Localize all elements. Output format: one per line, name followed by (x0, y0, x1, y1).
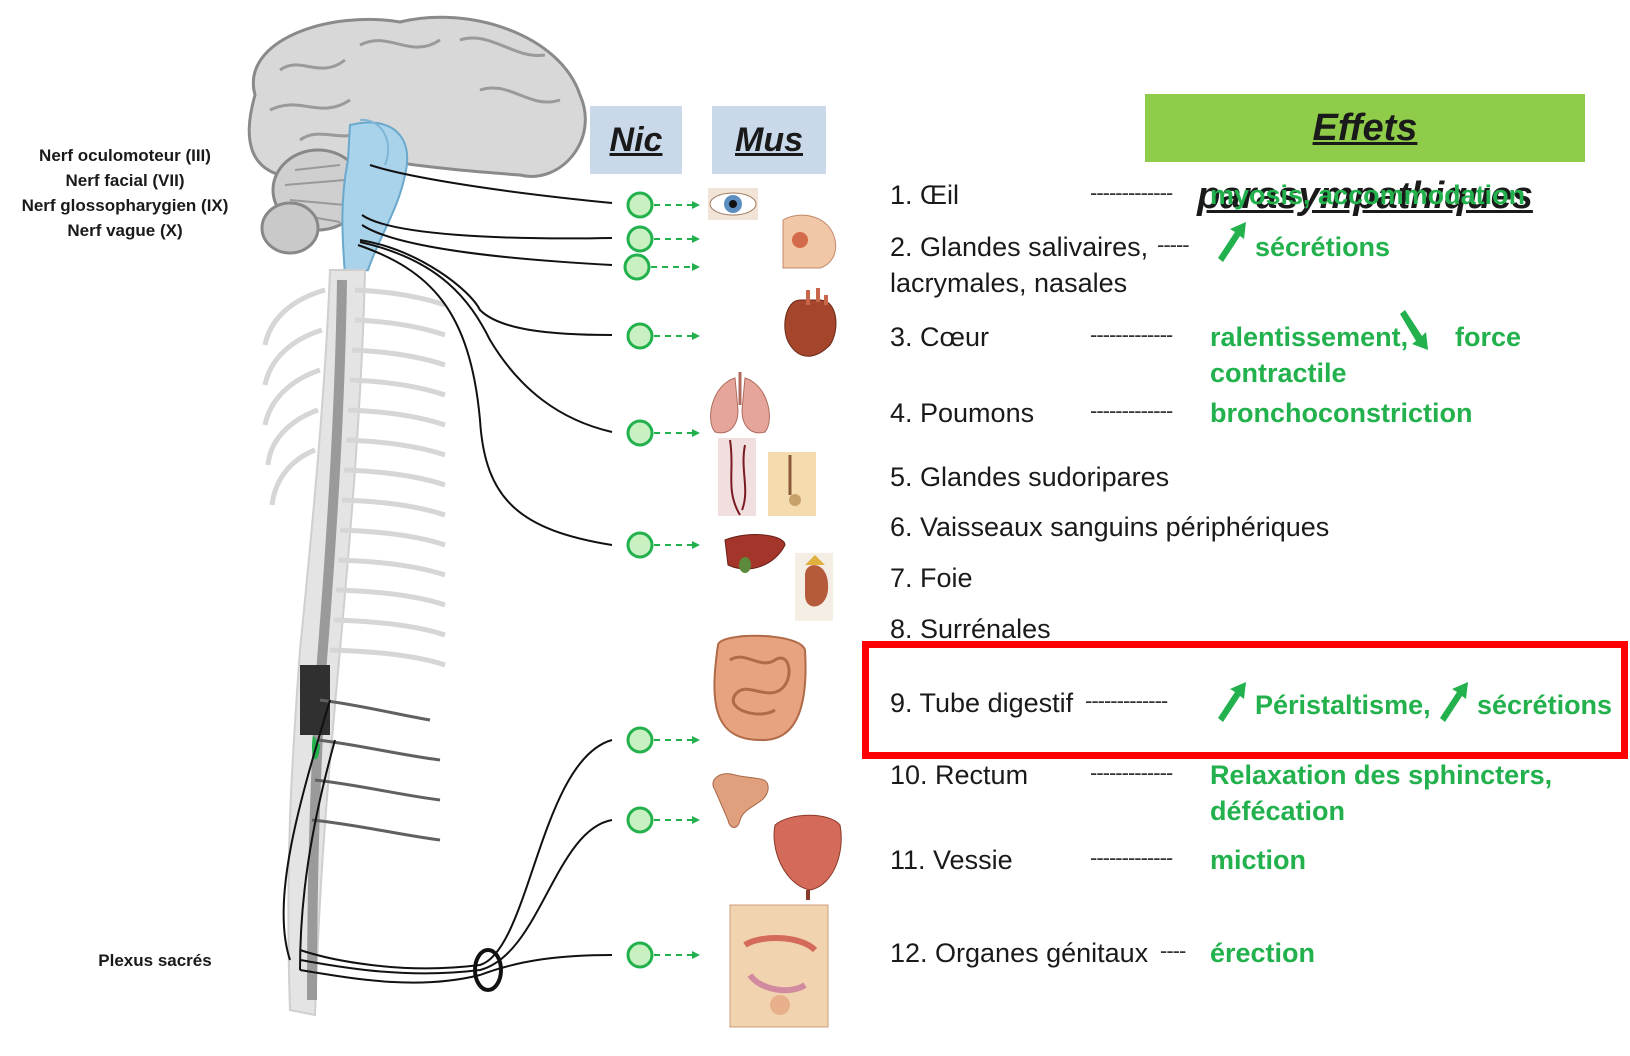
nerve-label-facial: Nerf facial (VII) (10, 168, 240, 193)
effect-9b: sécrétions (1477, 690, 1612, 721)
dash-1: ------------- (1090, 180, 1172, 206)
dash-10: ------------- (1090, 760, 1172, 786)
effect-3c: contractile (1210, 358, 1347, 389)
kidney-adrenal-icon (795, 553, 833, 621)
bladder-icon (774, 815, 841, 900)
title: Effets parasympathiques (1145, 94, 1585, 162)
lungs-icon (711, 372, 770, 433)
sweat-gland-icon (768, 452, 816, 516)
intestine-icon (714, 636, 805, 740)
organ-4: 4. Poumons (890, 398, 1034, 429)
effect-10c: défécation (1210, 796, 1345, 827)
eye-icon (708, 188, 758, 220)
effect-10: Relaxation des sphincters, (1210, 760, 1552, 791)
liver-icon (725, 535, 785, 573)
nerve-label-vague: Nerf vague (X) (10, 218, 240, 243)
organ-2b: lacrymales, nasales (890, 268, 1127, 299)
nerve-label-plexus: Plexus sacrés (70, 948, 240, 973)
nerve-label-glosso: Nerf glossopharygien (IX) (0, 193, 250, 218)
effect-3b: force (1455, 322, 1521, 353)
organ-10: 10. Rectum (890, 760, 1028, 791)
dash-12: ---- (1160, 938, 1185, 964)
organ-3: 3. Cœur (890, 322, 989, 353)
effect-9: Péristaltisme, (1255, 690, 1431, 721)
rectum-icon (713, 774, 768, 828)
effect-3: ralentissement, (1210, 322, 1408, 353)
ganglion-icon (625, 193, 700, 967)
organ-7: 7. Foie (890, 563, 973, 594)
organ-11: 11. Vessie (890, 845, 1013, 876)
organ-5: 5. Glandes sudoripares (890, 462, 1169, 493)
face-icon (783, 215, 836, 268)
dash-3: ------------- (1090, 322, 1172, 348)
dash-4: ------------- (1090, 398, 1172, 424)
heart-icon (785, 288, 836, 356)
organ-1: 1. Œil (890, 180, 959, 211)
effect-11: miction (1210, 845, 1306, 876)
spinal-cord-icon (265, 270, 445, 1015)
header-mus: Mus (712, 106, 826, 174)
dash-9: ------------- (1085, 688, 1167, 714)
dash-2: ----- (1157, 232, 1189, 258)
effect-4: bronchoconstriction (1210, 398, 1473, 429)
organ-6: 6. Vaisseaux sanguins périphériques (890, 512, 1329, 543)
dash-11: ------------- (1090, 845, 1172, 871)
nerve-label-oculomoteur: Nerf oculomoteur (III) (10, 143, 240, 168)
header-nic: Nic (590, 106, 682, 174)
genital-icon (730, 905, 828, 1027)
organ-2: 2. Glandes salivaires, (890, 232, 1148, 263)
skin-vessel-icon (718, 438, 756, 516)
organ-9: 9. Tube digestif (890, 688, 1073, 719)
organ-12: 12. Organes génitaux (890, 938, 1148, 969)
effect-12: érection (1210, 938, 1315, 969)
brain-icon (249, 17, 585, 275)
effect-1: myosis, accommodation (1210, 180, 1525, 211)
effect-2: sécrétions (1255, 232, 1390, 263)
